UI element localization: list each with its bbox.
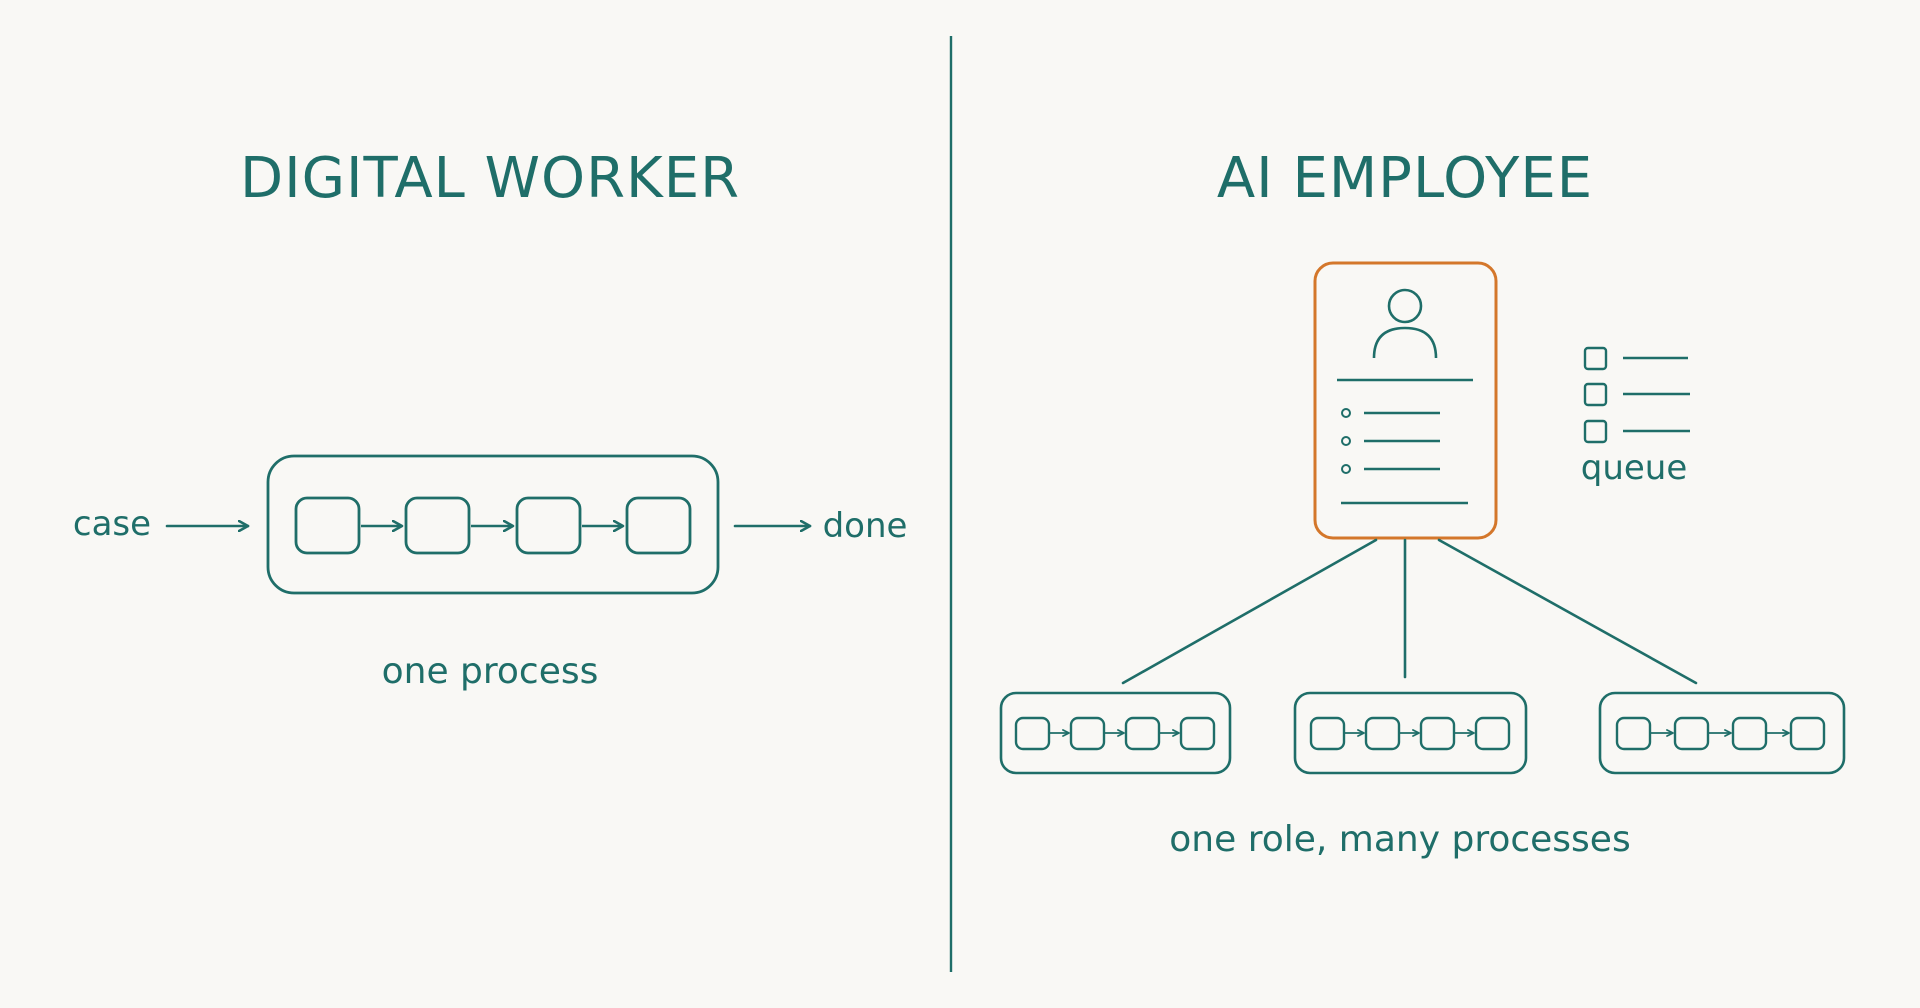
avatar-head [1387, 288, 1423, 324]
role-connectors [1121, 538, 1698, 685]
card-bullet [1341, 436, 1351, 446]
mini-process-container [1598, 691, 1846, 775]
process-group-2 [1293, 691, 1528, 775]
ai-employee-title: AI EMPLOYEE [1217, 146, 1593, 211]
process-step [404, 496, 471, 555]
process-step [515, 496, 582, 555]
mini-step [1309, 716, 1346, 751]
process-step [625, 496, 692, 555]
process-step [294, 496, 361, 555]
mini-process-container [1293, 691, 1528, 775]
process-group-3 [1598, 691, 1846, 775]
queue-label: queue [1581, 448, 1688, 488]
mini-step [1673, 716, 1710, 751]
mini-step [1124, 716, 1161, 751]
mini-step [1014, 716, 1051, 751]
checklist-icon [1583, 346, 1690, 444]
mini-step [1069, 716, 1106, 751]
role-card [1313, 261, 1498, 540]
mini-step [1474, 716, 1511, 751]
one-process-caption: one process [382, 651, 599, 692]
connector-left [1121, 538, 1378, 685]
mini-step [1731, 716, 1768, 751]
queue-checkbox [1583, 382, 1608, 407]
process-steps [294, 496, 692, 555]
mini-step [1615, 716, 1652, 751]
connector-right [1437, 538, 1698, 685]
card-bullet [1341, 408, 1351, 418]
one-role-caption: one role, many processes [1169, 819, 1630, 860]
process-group-1 [999, 691, 1232, 775]
mini-step [1419, 716, 1456, 751]
mini-process-container [999, 691, 1232, 775]
person-card-icon [1313, 261, 1498, 540]
queue-checkbox [1583, 346, 1608, 371]
case-label: case [73, 504, 151, 544]
done-label: done [823, 506, 908, 546]
queue-checkbox [1583, 419, 1608, 444]
mini-step [1179, 716, 1216, 751]
card-bullet [1341, 464, 1351, 474]
digital-worker-title: DIGITAL WORKER [240, 146, 740, 211]
avatar-shoulders [1372, 326, 1438, 359]
mini-step [1364, 716, 1401, 751]
process-container [266, 454, 720, 595]
mini-step [1789, 716, 1826, 751]
